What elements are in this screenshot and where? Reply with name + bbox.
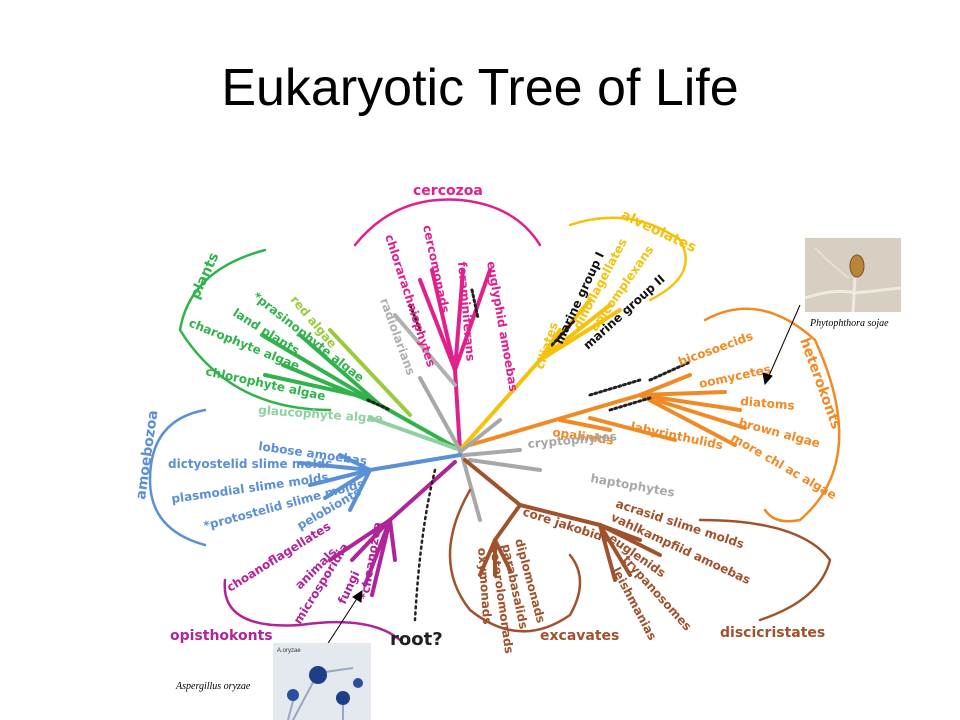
branches-excavates xyxy=(463,458,662,582)
group-cercozoa: cercozoa xyxy=(413,183,483,199)
group-excavates: excavates xyxy=(540,628,619,644)
arc-plants xyxy=(178,248,332,412)
branches-plants xyxy=(260,333,462,452)
arc-alveolates xyxy=(568,216,687,302)
group-root: root? xyxy=(390,629,443,650)
arc-discicristates xyxy=(698,518,832,622)
taxon-diatoms: diatoms xyxy=(740,394,795,413)
branches-cercozoa xyxy=(418,268,492,452)
branches-red-algae xyxy=(328,328,412,417)
group-alveolates: alveolates xyxy=(618,207,698,256)
taxon-cercomonads: cercomonads xyxy=(420,224,452,315)
taxon-cryptophytes: cryptophytes xyxy=(527,429,617,451)
slide-title: Eukaryotic Tree of Life xyxy=(221,59,739,117)
taxon-labyrinthulids: labyrinthulids xyxy=(629,419,724,452)
uncertainty-dots xyxy=(366,288,692,412)
phytophthora-image xyxy=(805,238,901,312)
group-plants: plants xyxy=(187,250,222,301)
arc-opisthokonts xyxy=(223,578,402,642)
taxon-haptophytes: haptophytes xyxy=(589,471,675,500)
branches-glaucophyte xyxy=(368,416,462,452)
taxon-oxymonads: oxymonads xyxy=(475,547,494,625)
group-opisthokonts: opisthokonts xyxy=(170,628,273,644)
taxon-euglyphid: euglyphid amoebas xyxy=(484,260,521,392)
group-discicristates: discicristates xyxy=(720,625,825,641)
branches-heterokonts xyxy=(468,373,747,447)
branches-amoebozoa xyxy=(298,453,462,512)
group-arcs xyxy=(148,198,841,642)
arc-cercozoa xyxy=(353,198,542,247)
arc-amoebozoa xyxy=(148,408,207,547)
arc-excavates xyxy=(448,488,582,633)
taxon-glaucophyte: glaucophyte algae xyxy=(258,403,383,426)
group-amoebozoa: amoebozoa xyxy=(133,409,161,500)
root-branch xyxy=(413,468,437,622)
caption-aspergillus: Aspergillus oryzae xyxy=(175,681,251,692)
pointer-arrows xyxy=(324,304,801,649)
aspergillus-thumb-label: A.oryzae xyxy=(277,648,301,654)
aspergillus-image: A.oryzae xyxy=(273,643,371,720)
arc-heterokonts xyxy=(703,307,841,523)
taxon-oomycetes: oomycetes xyxy=(698,362,772,391)
taxon-dictyostelid: dictyostelid slime molds xyxy=(168,457,332,471)
branches-radiolaria xyxy=(393,313,457,387)
branches-gray xyxy=(418,376,542,522)
branches-alveolates xyxy=(458,298,622,452)
taxa-labels: red algae *prasinophyte algae land plant… xyxy=(168,224,839,655)
taxon-bicosoecids: bicosoecids xyxy=(676,329,755,369)
branches xyxy=(260,268,747,622)
caption-phytophthora: Phytophthora sojae xyxy=(809,318,889,329)
branches-opisthokonts xyxy=(328,460,457,597)
